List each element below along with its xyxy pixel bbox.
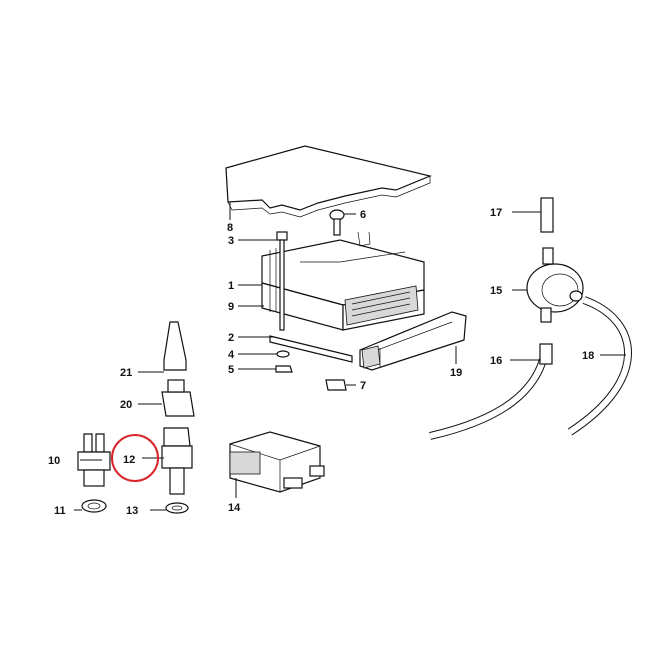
part-1-control-unit <box>261 231 425 331</box>
label-5: 5 <box>228 364 234 376</box>
part-labels: 1 2 3 4 5 6 7 8 9 10 11 12 13 14 15 16 1… <box>48 207 594 517</box>
part-12-sensor <box>161 427 193 495</box>
label-4: 4 <box>228 349 235 361</box>
part-6-screw <box>329 209 345 236</box>
label-20: 20 <box>120 399 132 411</box>
part-8-cover <box>225 145 432 218</box>
label-11: 11 <box>54 505 66 517</box>
label-21: 21 <box>120 367 132 379</box>
part-17-hose <box>540 197 554 233</box>
part-5-nut <box>275 365 293 373</box>
part-21-boot <box>163 321 187 371</box>
label-10: 10 <box>48 455 60 467</box>
part-11-washer <box>81 499 107 513</box>
label-3: 3 <box>228 235 234 247</box>
highlight-circle <box>111 434 159 482</box>
part-3-screw <box>276 231 288 331</box>
part-18-hose <box>567 296 632 436</box>
part-10-switch <box>77 433 111 487</box>
label-18: 18 <box>582 350 594 362</box>
label-19: 19 <box>450 367 462 379</box>
label-14: 14 <box>228 502 241 514</box>
label-12: 12 <box>123 454 135 466</box>
part-15-valve <box>526 247 584 323</box>
part-13-washer <box>165 502 189 514</box>
label-9: 9 <box>228 301 234 313</box>
part-16-hose <box>429 343 553 440</box>
part-19-plug <box>359 311 467 371</box>
label-16: 16 <box>490 355 502 367</box>
leader-lines <box>74 202 626 511</box>
part-14-valve <box>229 431 325 493</box>
label-13: 13 <box>126 505 138 517</box>
label-7: 7 <box>360 380 366 392</box>
part-20-plug <box>161 379 195 417</box>
label-6: 6 <box>360 209 366 221</box>
part-7-clip <box>325 379 347 391</box>
label-8: 8 <box>227 222 233 234</box>
label-1: 1 <box>228 280 234 292</box>
part-4-washer <box>276 350 290 358</box>
label-17: 17 <box>490 207 502 219</box>
label-15: 15 <box>490 285 502 297</box>
label-2: 2 <box>228 332 234 344</box>
part-2-bracket <box>269 335 353 363</box>
